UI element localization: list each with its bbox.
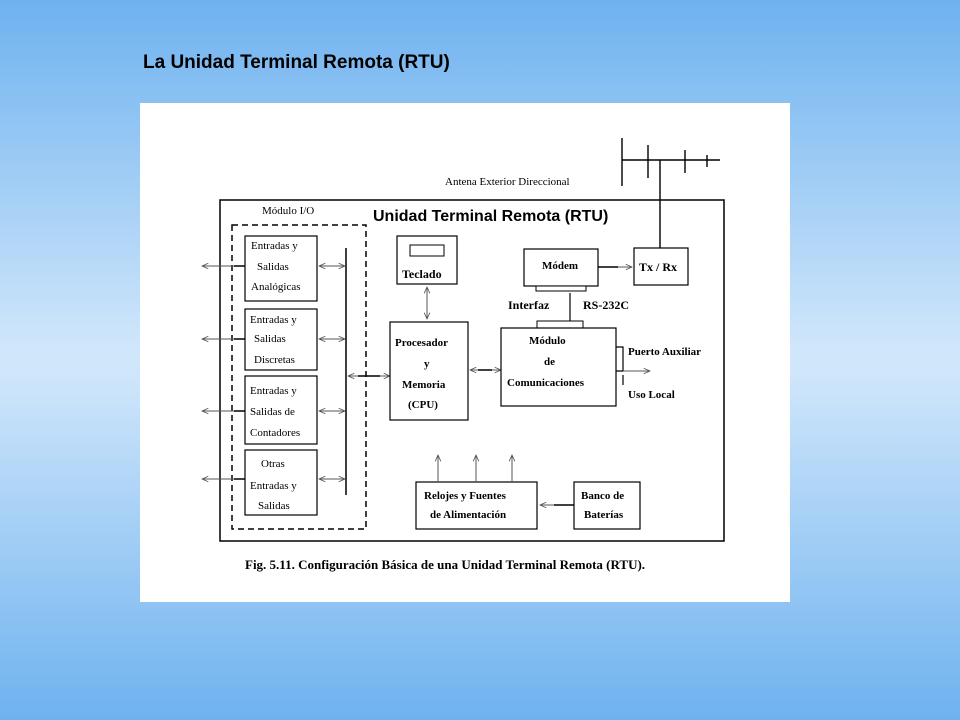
interface-standard: RS-232C [583, 298, 629, 312]
cpu-text: Memoria [402, 379, 446, 391]
battery-bank-block: Banco de Baterías [573, 481, 641, 530]
aux-port-label: Puerto Auxiliar [628, 346, 701, 358]
comm-text: de [544, 356, 555, 368]
power-output-arrows [438, 455, 512, 482]
antenna-label: Antena Exterior Direccional [445, 176, 570, 188]
txrx-label: Tx / Rx [639, 260, 677, 274]
txrx-block: Tx / Rx [633, 247, 689, 286]
rtu-diagram-figure: Antena Exterior Direccional Unidad Termi… [140, 103, 790, 602]
aux-port-connector [616, 346, 650, 385]
cpu-text: (CPU) [408, 399, 438, 411]
figure-caption: Fig. 5.11. Configuración Básica de una U… [245, 557, 645, 572]
io-block-text: Entradas y [250, 314, 297, 326]
rtu-block-diagram: Antena Exterior Direccional Unidad Termi… [140, 138, 725, 572]
io-block-text: Salidas [258, 500, 290, 512]
io-block-text: Contadores [250, 427, 300, 439]
io-block-text: Entradas y [250, 385, 297, 397]
io-block-text: Salidas [254, 333, 286, 345]
keyboard-block: Teclado [396, 235, 458, 285]
io-block-text: Entradas y [250, 480, 297, 492]
rtu-box-title: Unidad Terminal Remota (RTU) [373, 208, 608, 225]
power-supply-block: Relojes y Fuentes de Alimentación [415, 481, 538, 530]
modem-label: Módem [542, 260, 578, 272]
cpu-block: Procesador y Memoria (CPU) [389, 321, 469, 421]
rtu-outer-box [219, 199, 725, 542]
block-to-bus-arrows [319, 266, 345, 479]
comm-text: Módulo [529, 335, 566, 347]
io-block-text: Salidas [257, 261, 289, 273]
local-use-label: Uso Local [628, 389, 675, 401]
io-block-text: Salidas de [250, 406, 295, 418]
power-text: de Alimentación [430, 509, 506, 521]
external-io-arrows [202, 266, 245, 479]
cpu-text: y [424, 358, 430, 370]
cpu-text: Procesador [395, 337, 448, 349]
io-block-text: Entradas y [251, 240, 298, 252]
slide-title: La Unidad Terminal Remota (RTU) [143, 52, 450, 73]
io-block-text: Analógicas [251, 281, 300, 293]
antenna-icon [621, 138, 720, 248]
io-block-counters: Entradas y Salidas de Contadores [244, 375, 318, 445]
io-block-others: Otras Entradas y Salidas [244, 449, 318, 516]
comm-module-block: Módulo de Comunicaciones [500, 320, 617, 407]
io-block-text: Otras [261, 458, 285, 470]
io-block-analog: Entradas y Salidas Analógicas [244, 235, 318, 302]
battery-text: Baterías [584, 509, 624, 521]
keyboard-label: Teclado [402, 267, 442, 281]
battery-text: Banco de [581, 490, 624, 502]
interface-label: Interfaz [508, 298, 550, 312]
comm-text: Comunicaciones [507, 377, 585, 389]
io-block-discrete: Entradas y Salidas Discretas [244, 308, 318, 371]
io-block-text: Discretas [254, 354, 295, 366]
power-text: Relojes y Fuentes [424, 490, 507, 502]
modem-block: Módem [523, 248, 599, 292]
io-module-label: Módulo I/O [262, 205, 314, 217]
